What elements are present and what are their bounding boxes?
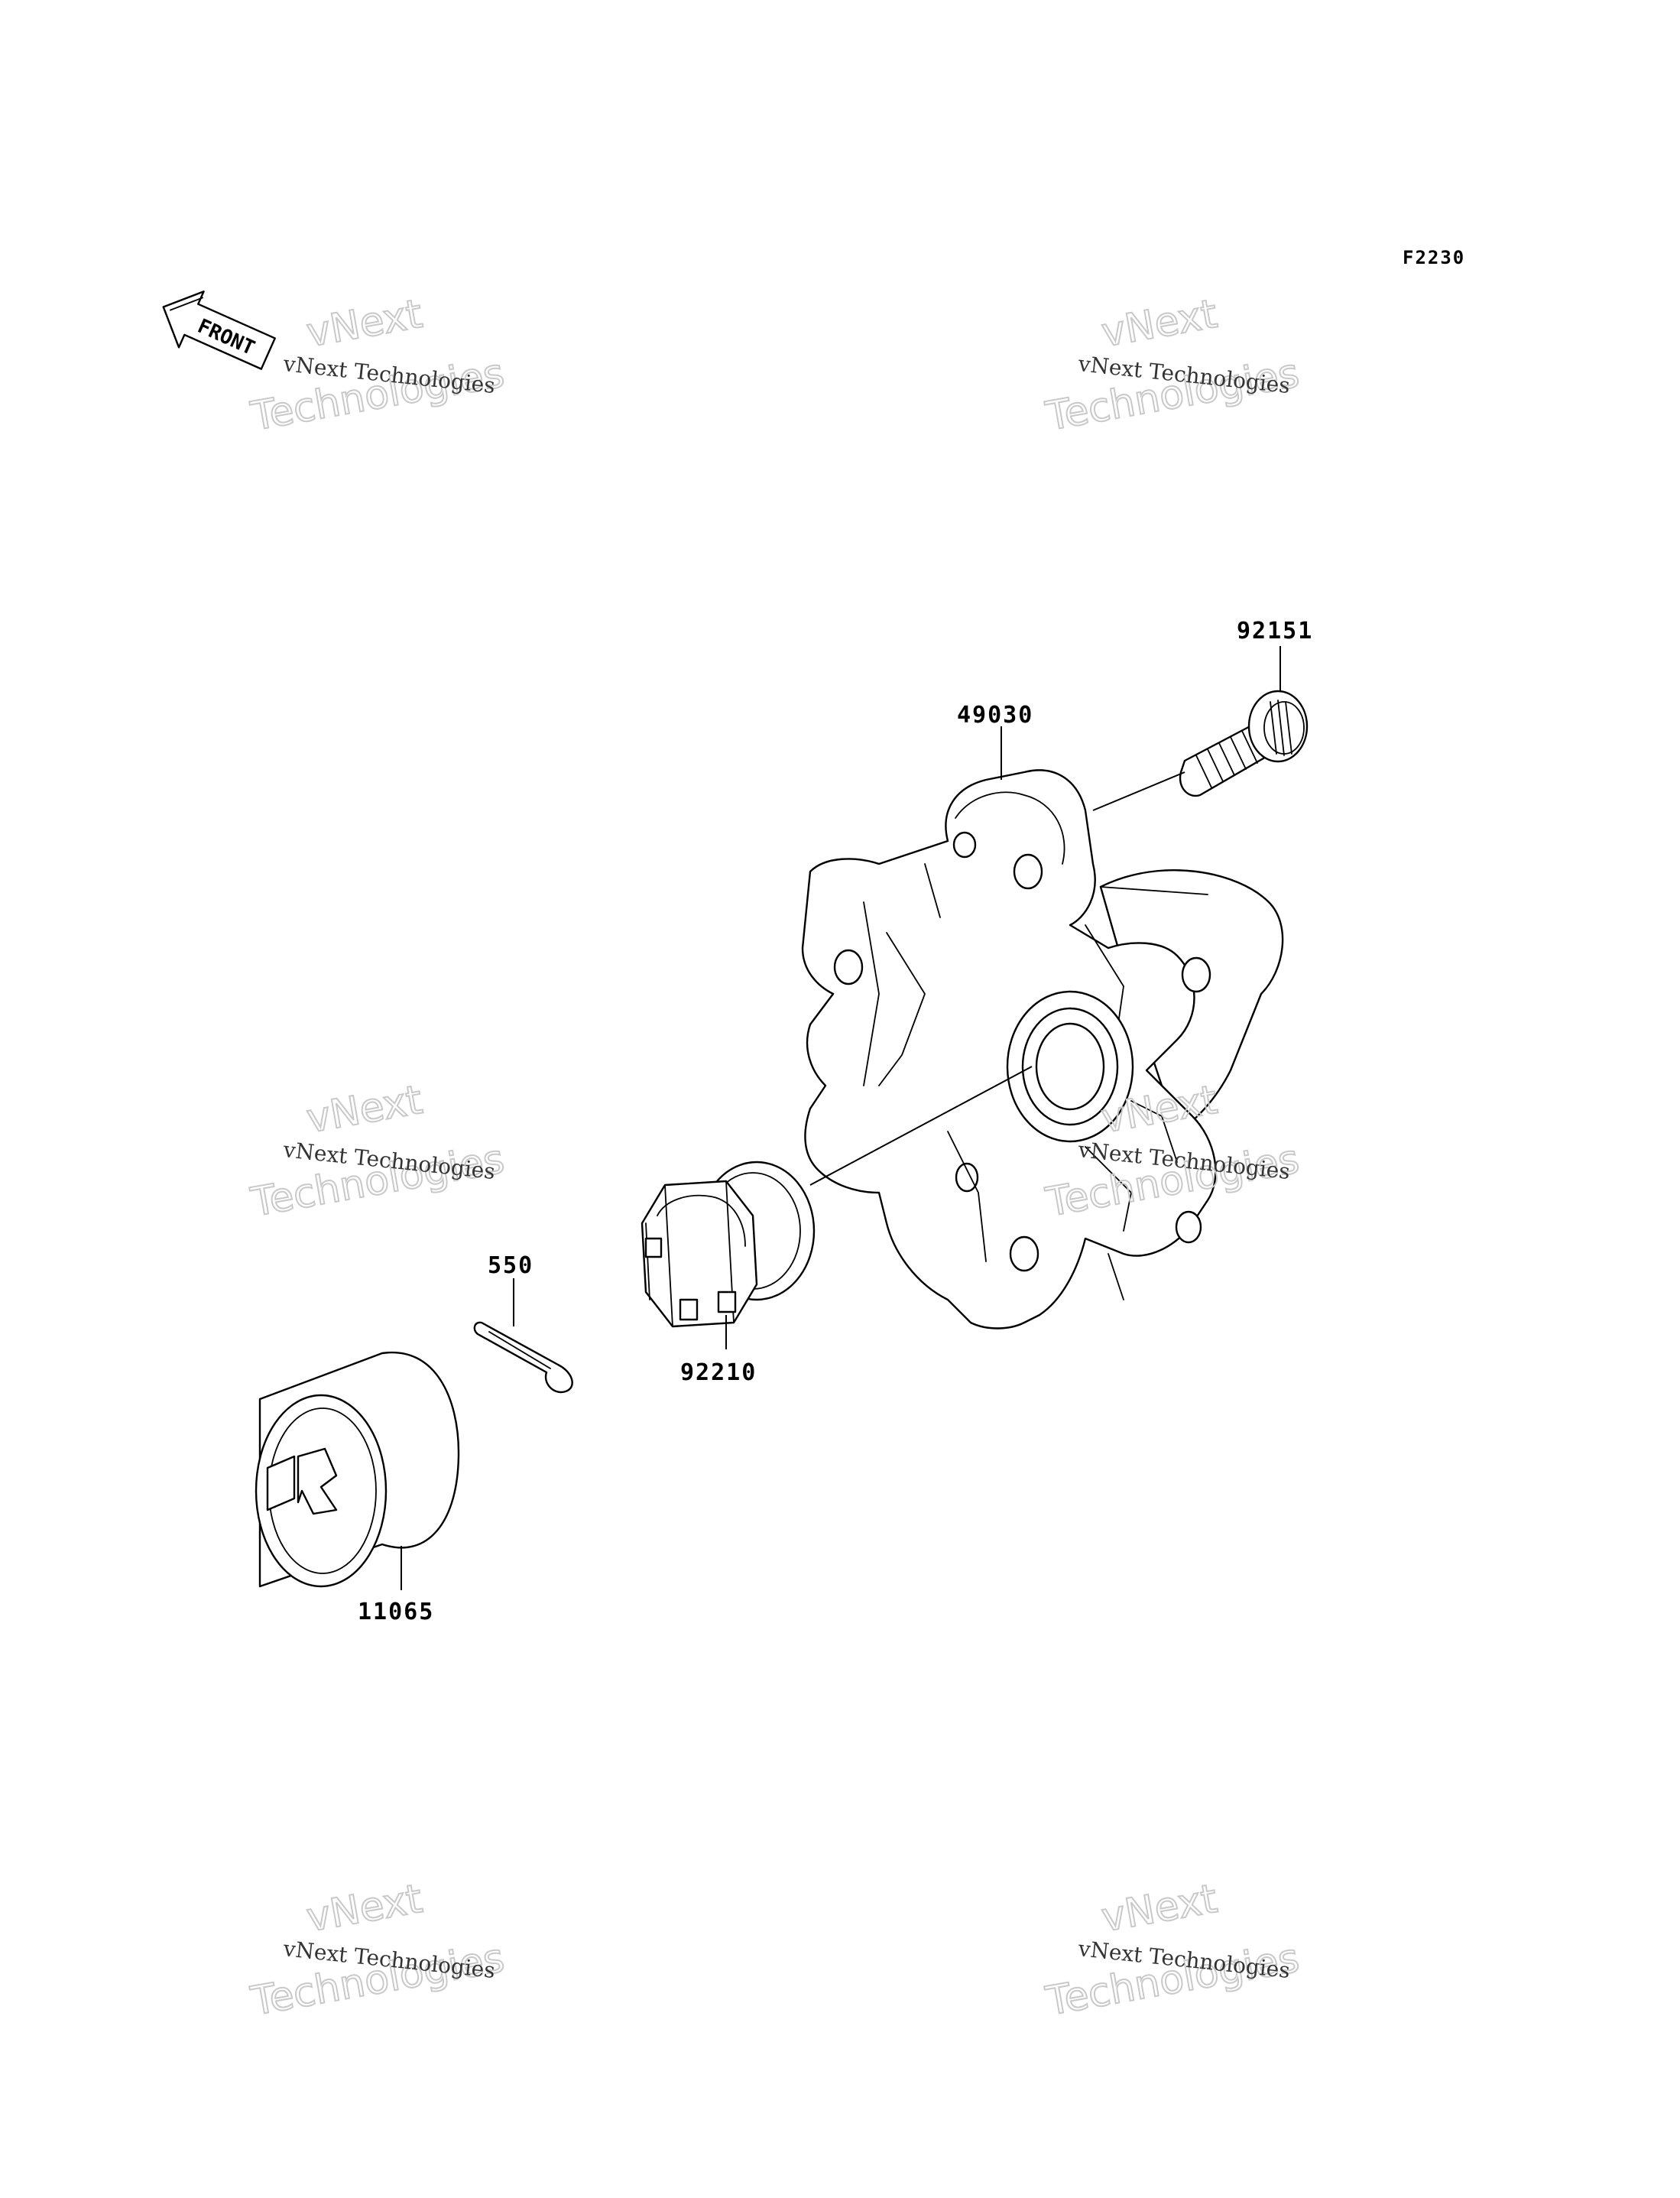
figure-reference: F2230	[1403, 247, 1465, 268]
watermark-middle-left: vNext Technologies vNext Technologies	[247, 1076, 508, 1227]
watermark-bottom-right: vNext Technologies vNext Technologies	[1042, 1875, 1303, 2026]
wheel-hub-49030[interactable]	[801, 769, 1284, 1330]
part-number-11065: 11065	[358, 1599, 434, 1625]
part-number-92210: 92210	[680, 1359, 757, 1386]
part-number-92151: 92151	[1237, 618, 1313, 644]
svg-text:vNext: vNext	[303, 1077, 426, 1142]
watermark-bottom-left: vNext Technologies vNext Technologies	[247, 1875, 508, 2026]
wheel-stud-92151[interactable]	[1179, 690, 1309, 797]
hub-cap-11065[interactable]	[255, 1351, 460, 1588]
stud-axis-line	[1092, 771, 1185, 811]
cotter-pin-550[interactable]	[473, 1321, 573, 1394]
svg-text:vNext: vNext	[303, 291, 426, 356]
watermark-top-right: vNext Technologies vNext Technologies	[1042, 291, 1303, 441]
front-direction-arrow: FRONT	[162, 291, 276, 370]
watermark-top-left: vNext Technologies vNext Technologies	[247, 291, 508, 441]
castle-nut-92210[interactable]	[641, 1161, 816, 1328]
part-number-550: 550	[488, 1252, 534, 1279]
svg-text:vNext: vNext	[303, 1876, 426, 1941]
hub-axis-line	[809, 1066, 1033, 1186]
svg-text:vNext: vNext	[1098, 1876, 1221, 1941]
part-number-49030: 49030	[957, 702, 1033, 729]
svg-text:vNext: vNext	[1098, 291, 1221, 356]
